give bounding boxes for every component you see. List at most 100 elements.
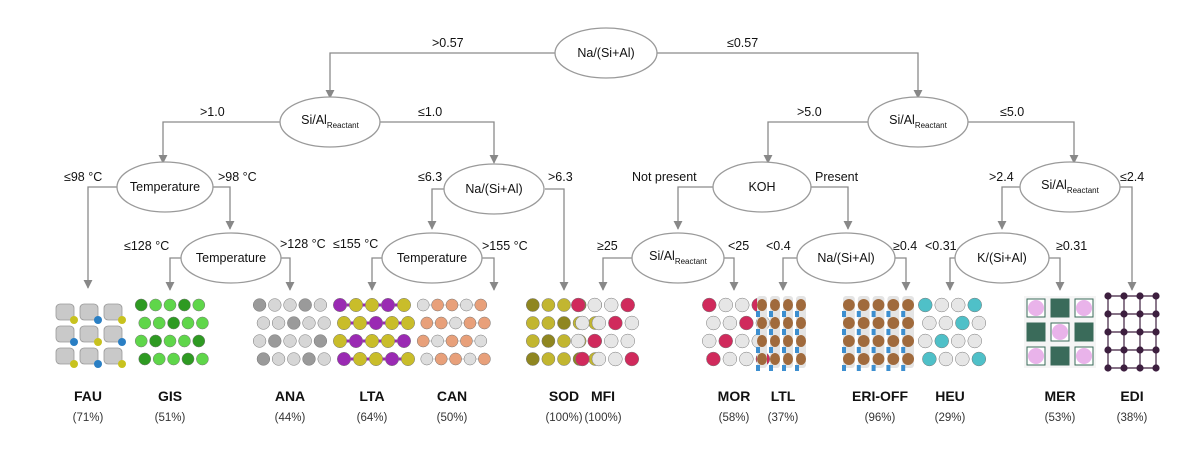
svg-text:Si/AlReactant: Si/AlReactant xyxy=(649,249,708,266)
edge-temp1-gt xyxy=(212,186,235,230)
edge-salkoh-lt xyxy=(724,257,739,291)
edge-label: ≤1.0 xyxy=(418,105,442,119)
leaf-name: ERI-OFF xyxy=(852,388,908,404)
edge-label: ≤0.57 xyxy=(727,36,758,50)
node-label: Si/Al xyxy=(301,113,327,127)
svg-text:Si/AlReactant: Si/AlReactant xyxy=(301,113,360,130)
edge-label: Present xyxy=(815,170,859,184)
node-label: KOH xyxy=(748,180,775,194)
node-si-al-koh: Si/AlReactant xyxy=(631,232,725,284)
can-structure-icon xyxy=(416,298,491,366)
decision-nodes: Na/(Si+Al) Si/AlReactant Si/AlReactant T… xyxy=(116,27,1121,284)
leaf-ana: ANA (44%) xyxy=(252,298,331,424)
leaf-percentage: (44%) xyxy=(275,412,306,424)
edge-label: ≤5.0 xyxy=(1000,105,1024,119)
node-label: Na/(Si+Al) xyxy=(577,46,634,60)
edge-k-lt xyxy=(945,257,955,291)
leaf-name: CAN xyxy=(437,388,467,404)
edge-namid-le xyxy=(427,188,444,230)
node-label: Si/Al xyxy=(1041,178,1067,192)
node-temp-3: Temperature xyxy=(381,232,483,284)
leaf-name: EDI xyxy=(1120,388,1143,404)
leaf-sod: SOD(100%) xyxy=(525,298,603,424)
node-root: Na/(Si+Al) xyxy=(554,27,658,79)
lta-structure-icon xyxy=(333,298,415,366)
edge-salfar-le xyxy=(1120,186,1137,291)
heu-structure-icon xyxy=(918,297,987,367)
leaf-name: MFI xyxy=(591,388,615,404)
node-si-al-far: Si/AlReactant xyxy=(1019,161,1121,213)
edge-temp2-le xyxy=(165,257,182,291)
edge-label: >1.0 xyxy=(200,105,225,119)
node-label: Temperature xyxy=(397,251,467,265)
node-na-mid: Na/(Si+Al) xyxy=(443,163,545,215)
edge-salfar-gt xyxy=(997,186,1020,230)
edge-root-left xyxy=(325,52,555,99)
edge-nakoh-ge xyxy=(895,257,911,291)
leaf-percentage: (50%) xyxy=(437,412,468,424)
leaf-name: FAU xyxy=(74,388,102,404)
node-k-si-al: K/(Si+Al) xyxy=(954,232,1050,284)
node-label: Si/Al xyxy=(649,249,675,263)
fau-structure-icon xyxy=(55,303,126,368)
leaf-can: CAN (50%) xyxy=(416,298,491,424)
leaf-name: MOR xyxy=(718,388,751,404)
node-label: Temperature xyxy=(196,251,266,265)
edge-label: ≤128 °C xyxy=(124,239,169,253)
leaf-fau: FAU (71%) xyxy=(55,303,126,424)
edge-sal-left-gt xyxy=(158,121,280,164)
edge-temp3-gt xyxy=(481,257,499,291)
edge-salkoh-ge xyxy=(598,257,632,291)
edge-koh-np xyxy=(673,186,713,230)
node-label: K/(Si+Al) xyxy=(977,251,1027,265)
leaf-mer: MER (53%) xyxy=(1024,296,1096,424)
leaf-name: ANA xyxy=(275,388,305,404)
edge-label: <0.4 xyxy=(766,239,791,253)
edge-label: ≥0.31 xyxy=(1056,239,1087,253)
edge-koh-p xyxy=(811,186,853,230)
edge-label: ≥25 xyxy=(597,239,618,253)
leaf-percentage: (51%) xyxy=(155,412,186,424)
edge-label: Not present xyxy=(632,170,697,184)
node-label: Si/Al xyxy=(889,113,915,127)
mer-structure-icon xyxy=(1024,296,1096,368)
leaf-percentage: (53%) xyxy=(1045,412,1076,424)
node-si-al-left: Si/AlReactant xyxy=(279,96,381,148)
edge-k-ge xyxy=(1049,257,1065,291)
node-label-subscript: Reactant xyxy=(675,257,708,266)
tree-connectors xyxy=(83,52,1137,291)
leaf-percentage: (29%) xyxy=(935,412,966,424)
leaf-name: LTL xyxy=(771,388,796,404)
edge-nakoh-lt xyxy=(778,257,797,291)
ltl-structure-icon xyxy=(756,296,806,371)
edge-sal-right-gt xyxy=(763,121,868,164)
leaf-name: GIS xyxy=(158,388,182,404)
edge-temp1-le xyxy=(83,186,118,289)
leaf-percentage: (58%) xyxy=(719,412,750,424)
node-na-koh: Na/(Si+Al) xyxy=(796,232,896,284)
leaf-heu: HEU (29%) xyxy=(918,297,987,424)
edge-temp2-gt xyxy=(280,257,295,291)
node-label: Na/(Si+Al) xyxy=(465,182,522,196)
edge-label: >128 °C xyxy=(280,237,326,251)
leaf-lta: LTA(64%) xyxy=(333,298,415,424)
leaf-name: SOD xyxy=(549,388,579,404)
leaf-name: MER xyxy=(1044,388,1075,404)
node-label-subscript: Reactant xyxy=(1067,186,1100,195)
node-label: Na/(Si+Al) xyxy=(817,251,874,265)
leaf-name: HEU xyxy=(935,388,965,404)
edge-labels: >0.57 ≤0.57 >1.0 ≤1.0 ≤98 °C >98 °C ≤128… xyxy=(64,36,1144,253)
leaf-mfi: MFI(100%) xyxy=(571,297,640,424)
edge-label: >6.3 xyxy=(548,170,573,184)
edge-label: >0.57 xyxy=(432,36,464,50)
edge-label: >155 °C xyxy=(482,239,528,253)
leaf-edi: EDI(38%) xyxy=(1104,292,1160,424)
leaf-percentage: (96%) xyxy=(865,412,896,424)
edge-sal-left-le xyxy=(380,121,499,164)
edge-label: ≥0.4 xyxy=(893,239,917,253)
leaf-percentage: (71%) xyxy=(73,412,104,424)
leaf-gis: GIS (51%) xyxy=(134,298,209,424)
ana-structure-icon xyxy=(252,298,331,366)
leaf-ltl: LTL(37%) xyxy=(756,296,806,424)
node-koh: KOH xyxy=(712,161,812,213)
